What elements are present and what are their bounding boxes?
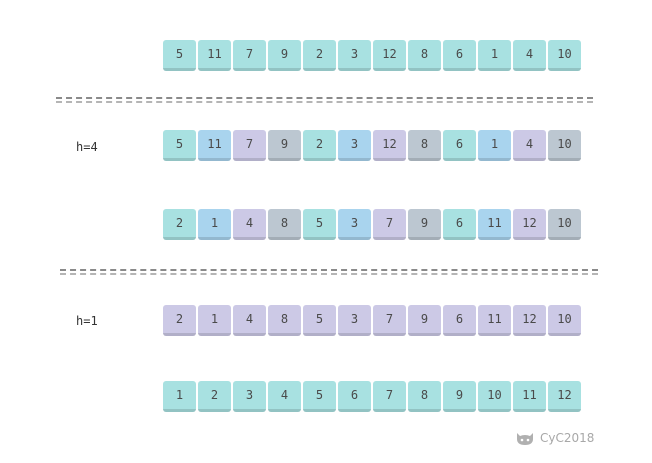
array-cell: 12 (513, 305, 546, 336)
array-cell: 5 (303, 381, 336, 412)
array-cell: 10 (548, 209, 581, 240)
array-cell: 1 (163, 381, 196, 412)
array-cell: 7 (373, 305, 406, 336)
array-cell: 10 (548, 130, 581, 161)
array-cell: 8 (268, 305, 301, 336)
array-cell: 2 (303, 130, 336, 161)
array-cell: 9 (408, 305, 441, 336)
array-cell: 7 (373, 381, 406, 412)
gap-label-h4: h=4 (76, 140, 98, 154)
array-cell: 8 (408, 40, 441, 71)
github-octocat-icon (514, 430, 536, 446)
array-cell: 1 (478, 40, 511, 71)
array-cell: 3 (338, 305, 371, 336)
array-cell: 10 (548, 305, 581, 336)
array-cell: 3 (338, 209, 371, 240)
array-cell: 3 (338, 40, 371, 71)
array-cell: 6 (443, 130, 476, 161)
array-cell: 11 (198, 40, 231, 71)
array-cell: 12 (548, 381, 581, 412)
array-cell: 11 (198, 130, 231, 161)
array-cell: 11 (478, 305, 511, 336)
array-cell: 4 (513, 40, 546, 71)
array-cell: 1 (198, 305, 231, 336)
array-cell: 4 (268, 381, 301, 412)
array-cell: 7 (373, 209, 406, 240)
section-divider (60, 269, 598, 275)
array-cell: 6 (443, 209, 476, 240)
array-cell: 4 (233, 209, 266, 240)
array-cell: 8 (408, 130, 441, 161)
array-cell: 9 (408, 209, 441, 240)
array-cell: 5 (303, 209, 336, 240)
array-cell: 9 (443, 381, 476, 412)
array-cell: 4 (233, 305, 266, 336)
watermark: CyC2018 (514, 430, 594, 446)
array-cell: 5 (163, 40, 196, 71)
array-cell: 2 (163, 305, 196, 336)
array-cell: 4 (513, 130, 546, 161)
array-cell: 9 (268, 130, 301, 161)
array-cell: 3 (338, 130, 371, 161)
array-cell: 10 (548, 40, 581, 71)
section-divider (56, 97, 593, 103)
array-cell: 2 (303, 40, 336, 71)
array-cell: 6 (338, 381, 371, 412)
array-cell: 8 (268, 209, 301, 240)
array-cell: 1 (198, 209, 231, 240)
array-cell: 6 (443, 40, 476, 71)
array-cell: 12 (513, 209, 546, 240)
array-cell: 12 (373, 130, 406, 161)
array-cell: 6 (443, 305, 476, 336)
array-cell: 11 (478, 209, 511, 240)
array-cell: 7 (233, 130, 266, 161)
array-cell: 3 (233, 381, 266, 412)
gap-label-h1: h=1 (76, 314, 98, 328)
array-cell: 2 (198, 381, 231, 412)
array-cell: 7 (233, 40, 266, 71)
array-cell: 8 (408, 381, 441, 412)
array-cell: 12 (373, 40, 406, 71)
array-cell: 11 (513, 381, 546, 412)
array-cell: 9 (268, 40, 301, 71)
array-cell: 5 (303, 305, 336, 336)
array-cell: 1 (478, 130, 511, 161)
array-cell: 2 (163, 209, 196, 240)
array-cell: 10 (478, 381, 511, 412)
array-cell: 5 (163, 130, 196, 161)
watermark-text: CyC2018 (540, 431, 595, 445)
